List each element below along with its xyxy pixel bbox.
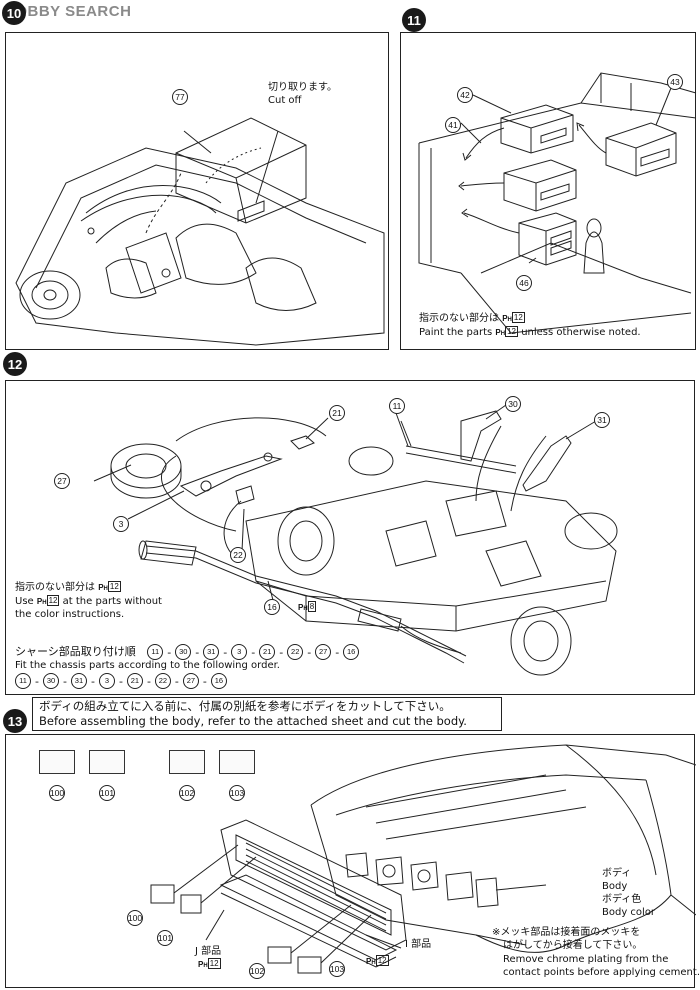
thumb-callout-102: 102	[179, 785, 195, 801]
order-separator: -	[90, 674, 95, 688]
callout-part-103: 103	[329, 961, 345, 977]
callout-part-31: 31	[594, 412, 610, 428]
step-12-paint-note-en-2: the color instructions.	[15, 609, 125, 620]
thumb-callout-101: 101	[99, 785, 115, 801]
assembly-order-jp: シャーシ部品取り付け順 11-30-31-3-21-22-27-16	[15, 643, 360, 660]
order-step-part: 11	[147, 644, 164, 660]
chrome-note-jp-1: ※メッキ部品は接着面のメッキを	[492, 927, 641, 938]
order-step-part: 27	[315, 644, 332, 660]
callout-part-42: 42	[457, 87, 473, 103]
lens-thumbnail-100	[39, 750, 75, 774]
order-step-part: 31	[70, 673, 87, 689]
step-11-badge: 11	[402, 8, 426, 32]
chrome-note-jp-2: はがしてから接着して下さい。	[503, 940, 643, 951]
callout-part-30: 30	[505, 396, 521, 412]
body-color-en: Body color	[602, 907, 656, 918]
order-step-part: 21	[259, 644, 276, 660]
cut-off-note-en: Cut off	[268, 95, 302, 106]
order-step-part: 22	[154, 673, 171, 689]
order-step-part: 3	[231, 644, 248, 660]
order-separator: -	[62, 674, 67, 688]
order-step-part: 22	[287, 644, 304, 660]
step-12-badge: 12	[3, 352, 27, 376]
i-part-label: I 部品	[405, 939, 432, 950]
callout-part-100: 100	[127, 910, 143, 926]
callout-part-16: 16	[264, 599, 280, 615]
callout-part-11: 11	[389, 398, 405, 414]
order-step-part: 30	[42, 673, 59, 689]
order-separator: -	[118, 674, 123, 688]
order-separator: -	[146, 674, 151, 688]
order-step-part: 16	[210, 673, 227, 689]
callout-part-102: 102	[249, 963, 265, 979]
lens-thumbnail-101	[89, 750, 125, 774]
step-10-illustration	[15, 117, 385, 346]
paint-code-number: 12	[511, 312, 525, 323]
order-separator: -	[335, 645, 340, 659]
order-step-part: 3	[98, 673, 115, 689]
lens-thumbnail-103	[219, 750, 255, 774]
order-separator: -	[174, 674, 179, 688]
step-13-badge: 13	[3, 709, 27, 733]
body-label-jp: ボディ	[602, 868, 632, 879]
order-separator: -	[195, 645, 200, 659]
assembly-order-sequence-jp: 11-30-31-3-21-22-27-16	[147, 644, 360, 660]
callout-part-22: 22	[230, 547, 246, 563]
step-13-illustration	[150, 744, 696, 974]
step-11-illustration	[418, 72, 697, 334]
cut-off-note-jp: 切り取ります。	[268, 82, 337, 93]
order-separator: -	[307, 645, 312, 659]
paint-code-label: PH	[502, 314, 512, 323]
thumb-callout-100: 100	[49, 785, 65, 801]
order-separator: -	[167, 645, 172, 659]
assembly-order-en: Fit the chassis parts according to the f…	[15, 660, 280, 671]
order-step-part: 30	[175, 644, 192, 660]
callout-part-3: 3	[113, 516, 129, 532]
assembly-order-sequence: 11-30-31-3-21-22-27-16	[15, 673, 227, 689]
order-separator: -	[35, 674, 39, 688]
order-separator: -	[279, 645, 284, 659]
body-color-jp: ボディ色	[602, 894, 642, 905]
step-13-banner-jp: ボディの組み立てに入る前に、付属の別紙を参考にボディをカットして下さい。	[39, 699, 451, 713]
step-10-badge: 10	[2, 1, 26, 25]
chrome-note-en-2: contact points before applying cement.	[503, 967, 700, 978]
order-step-part: 27	[182, 673, 199, 689]
callout-part-41: 41	[445, 117, 461, 133]
body-label-en: Body	[602, 881, 628, 892]
order-separator: -	[202, 674, 207, 688]
step-10-panel: 77 切り取ります。 Cut off	[5, 32, 389, 350]
order-step-part: 21	[126, 673, 143, 689]
lens-thumbnail-102	[169, 750, 205, 774]
step-13-banner-en: Before assembling the body, refer to the…	[39, 714, 467, 728]
callout-part-101: 101	[157, 930, 173, 946]
callout-part-43: 43	[667, 74, 683, 90]
thumb-callout-103: 103	[229, 785, 245, 801]
order-separator: -	[251, 645, 256, 659]
order-step-part: 31	[203, 644, 220, 660]
callout-part-77: 77	[172, 89, 188, 105]
order-step-part: 16	[343, 644, 360, 660]
callout-part-46: 46	[516, 275, 532, 291]
callout-part-21: 21	[329, 405, 345, 421]
step-12-illustration	[93, 404, 618, 676]
order-step-part: 11	[15, 673, 31, 689]
order-separator: -	[223, 645, 228, 659]
j-part-label: J 部品	[195, 946, 222, 957]
chrome-note-en-1: Remove chrome plating from the	[503, 954, 669, 965]
step-13-banner: ボディの組み立てに入る前に、付属の別紙を参考にボディをカットして下さい。 Bef…	[32, 697, 502, 731]
hobby-search-logo: HOBBY SEARCH	[4, 3, 132, 20]
callout-part-27: 27	[54, 473, 70, 489]
